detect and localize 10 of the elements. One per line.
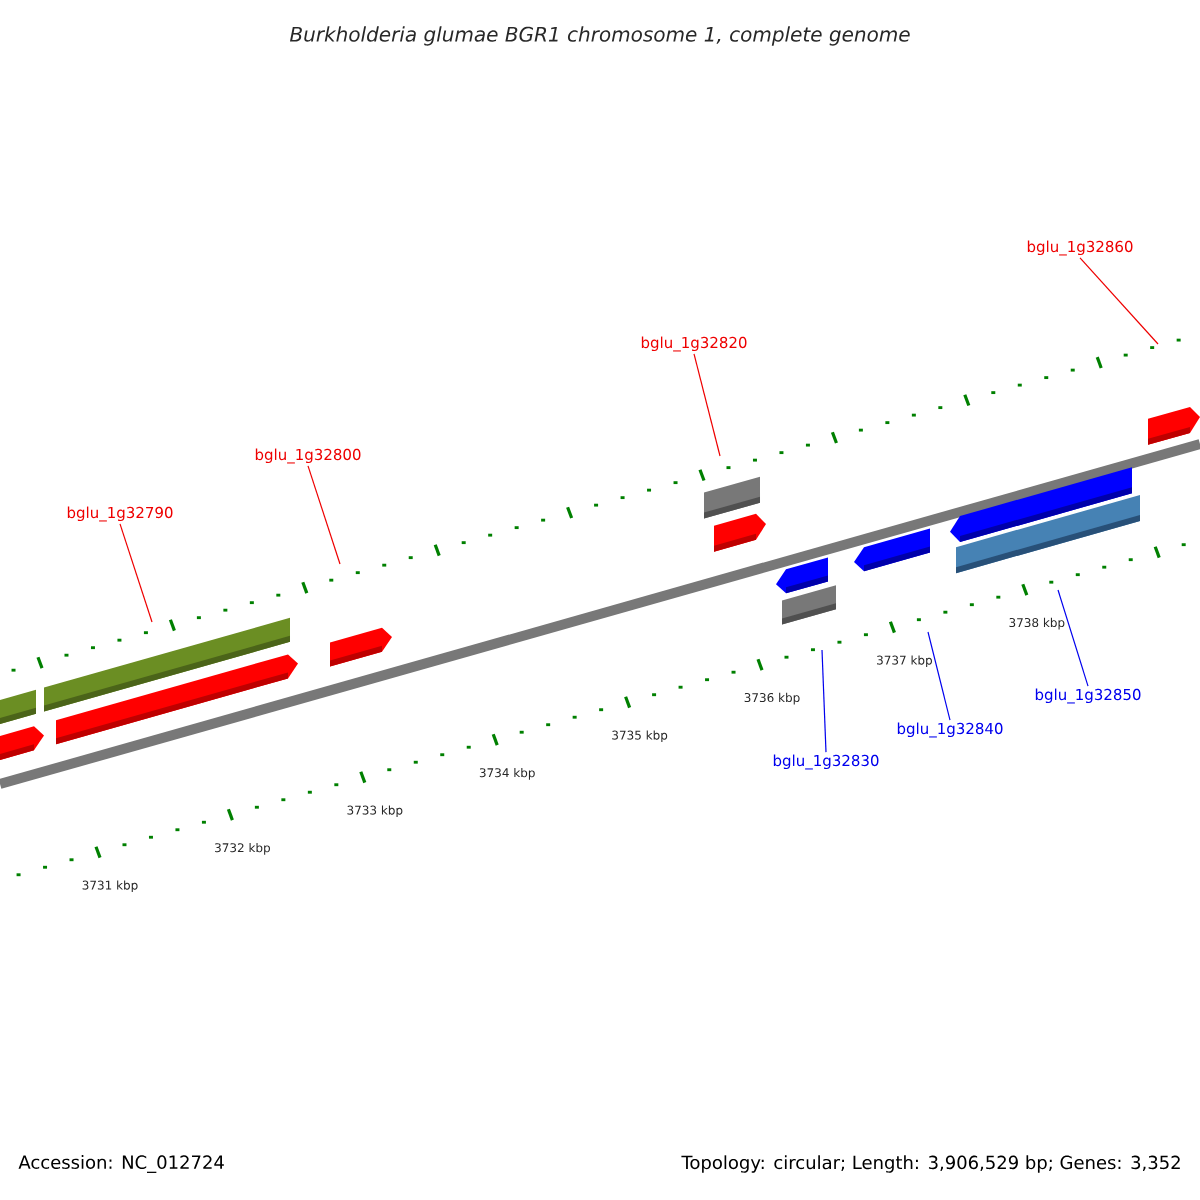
leader-line bbox=[821, 649, 827, 753]
leader-line bbox=[1057, 589, 1089, 687]
leader-line bbox=[693, 353, 721, 457]
leader-line bbox=[307, 465, 341, 565]
leader-line bbox=[927, 631, 951, 721]
leader-line bbox=[119, 523, 153, 623]
leader-line bbox=[1079, 257, 1159, 345]
footer-text: Accession: NC_012724 bbox=[18, 1155, 224, 1173]
title: Burkholderia glumae BGR1 chromosome 1, complete genome bbox=[289, 26, 910, 46]
footer-text: Topology: circular; Length: 3,906,529 bp; Genes: 3,352 bbox=[681, 1155, 1180, 1173]
